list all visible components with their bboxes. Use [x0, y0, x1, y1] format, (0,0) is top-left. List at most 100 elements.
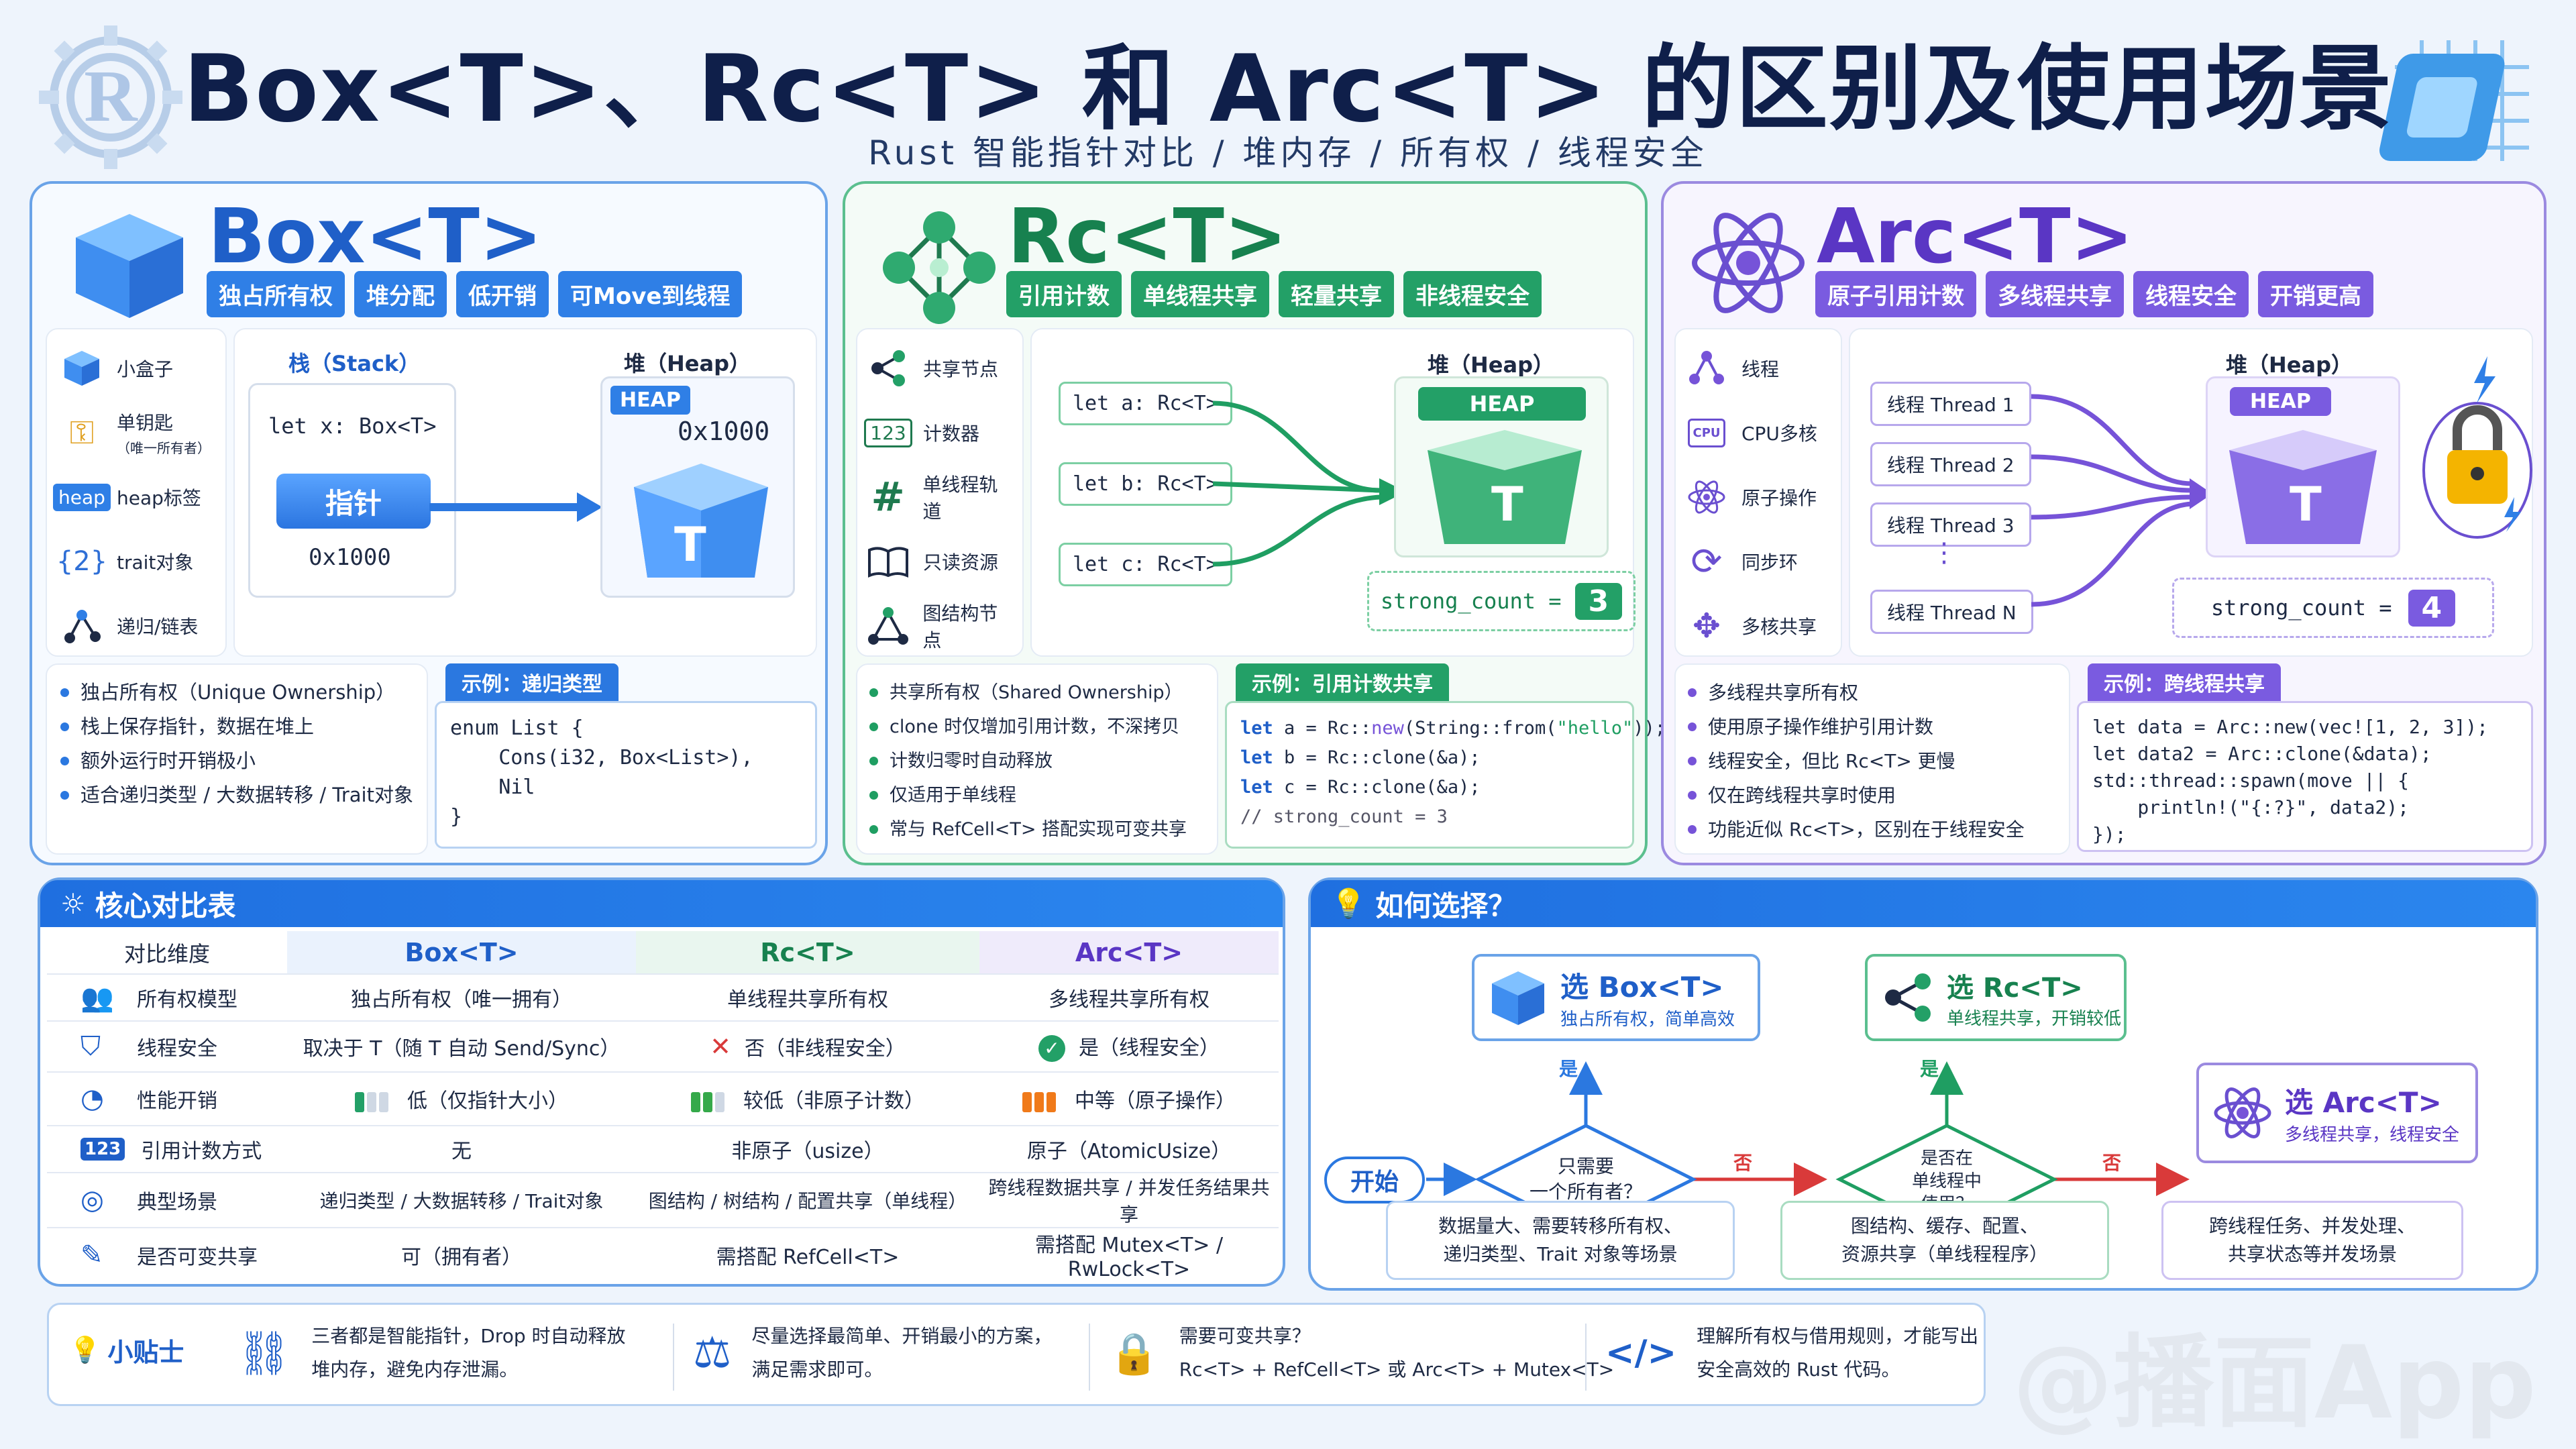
- box-title: Box<T>: [208, 193, 543, 280]
- braces-icon: {2}: [56, 546, 108, 577]
- legend-item: 原子操作: [1682, 465, 1834, 529]
- cube-icon: [58, 344, 106, 392]
- box-tag: 低开销: [456, 271, 549, 317]
- table-row: ◔性能开销 低（仅指针大小） 较低（非原子计数） 中等（原子操作）: [47, 1072, 1279, 1126]
- arc-title: Arc<T>: [1817, 193, 2134, 280]
- compare-bar: ☼ 核心对比表: [40, 880, 1283, 927]
- arc-example: 示例：跨线程共享 let data = Arc::new(vec![1, 2, …: [2077, 663, 2533, 855]
- rc-ref: let b: Rc<T>: [1059, 462, 1232, 506]
- example-title: 示例：递归类型: [445, 663, 619, 701]
- heap-badge: HEAP: [2230, 387, 2331, 416]
- example-code: enum List { Cons(i32, Box<List>), Nil }: [435, 701, 817, 849]
- table-header: 对比维度: [47, 931, 287, 975]
- tips-header: 💡小贴士: [69, 1335, 184, 1367]
- perf-meter: [1022, 1091, 1056, 1112]
- rc-example: 示例：引用计数共享 let a = Rc::new(String::from("…: [1225, 663, 1666, 855]
- compare-panel: ☼ 核心对比表 对比维度 Box<T> Rc<T> Arc<T> 👥所有权模型 …: [38, 877, 1285, 1287]
- users-icon: 👥: [80, 982, 114, 1014]
- thread-icon: [1682, 344, 1731, 392]
- box-tag: 独占所有权: [207, 271, 345, 317]
- rc-tag: 引用计数: [1006, 271, 1122, 317]
- compare-table: 对比维度 Box<T> Rc<T> Arc<T> 👥所有权模型 独占所有权（唯一…: [47, 931, 1279, 1281]
- arc-strong-count: strong_count = 4: [2172, 578, 2494, 638]
- box-panel: Box<T> 独占所有权 堆分配 低开销 可Move到线程 小盒子 ⚿ 单钥匙（…: [30, 181, 828, 865]
- legend-item: 共享节点: [864, 336, 1016, 400]
- flow-question-1: 只需要 一个所有者？: [1529, 1155, 1642, 1203]
- legend-item: 递归/链表: [58, 594, 215, 658]
- atom-icon: [1692, 213, 1805, 313]
- flow-no-label: 否: [1733, 1152, 1753, 1174]
- choose-box-card: 选 Box<T>独占所有权，简单高效: [1472, 954, 1760, 1041]
- choose-rc-card: 选 Rc<T>单线程共享，开销较低: [1865, 954, 2127, 1041]
- heap-box-icon: T: [634, 464, 768, 578]
- heap-badge: HEAP: [610, 386, 690, 415]
- rc-strong-count: strong_count = 3: [1367, 571, 1635, 631]
- legend-item: ✥ 多核共享: [1682, 594, 1834, 658]
- perf-segment: [715, 1091, 724, 1112]
- share-graph-icon: [883, 211, 996, 324]
- perf-segment: [379, 1091, 388, 1112]
- box-diagram: 栈（Stack） 堆（Heap） let x: Box<T> 指针 0x1000…: [233, 328, 817, 657]
- perf-segment: [1034, 1091, 1044, 1112]
- rc-ref: let a: Rc<T>: [1059, 382, 1232, 425]
- bullet-item: 栈上保存指针，数据在堆上: [60, 710, 413, 744]
- heap-badge: HEAP: [1418, 387, 1586, 421]
- bullet-item: 常与 RefCell<T> 搭配实现可变共享: [869, 812, 1205, 847]
- page-title: Box<T>、Rc<T> 和 Arc<T> 的区别及使用场景: [182, 35, 2394, 143]
- rc-tag: 非线程安全: [1403, 271, 1542, 317]
- choose-arc-card: 选 Arc<T>多线程共享，线程安全: [2196, 1063, 2478, 1163]
- code-icon: </>: [1605, 1333, 1677, 1373]
- rc-tags: 引用计数 单线程共享 轻量共享 非线程安全: [1006, 271, 1542, 317]
- perf-segment: [691, 1091, 700, 1112]
- example-code: let a = Rc::new(String::from("hello")); …: [1225, 701, 1666, 849]
- arc-tags: 原子引用计数 多线程共享 线程安全 开销更高: [1815, 271, 2373, 317]
- rc-panel: Rc<T> 引用计数 单线程共享 轻量共享 非线程安全 共享节点 123 计数器…: [843, 181, 1666, 865]
- perf-segment: [1022, 1091, 1032, 1112]
- choose-panel: 💡 如何选择？ 开始 只需要 一个所有者？ 是否在 单线程中 使用？ 是 是 否…: [1308, 877, 2538, 1291]
- heap-badge-icon: heap: [53, 473, 111, 521]
- rc-tag: 单线程共享: [1131, 271, 1269, 317]
- rust-logo-icon: R: [39, 25, 182, 169]
- graph-link-icon: [58, 602, 106, 650]
- lock-icon: 🔒: [1109, 1330, 1159, 1377]
- share-node-icon: [864, 344, 912, 392]
- count-value: 4: [2408, 589, 2456, 627]
- compare-title: 核心对比表: [95, 889, 236, 922]
- table-header: Rc<T>: [636, 931, 979, 975]
- counter-icon: 123: [80, 1138, 125, 1161]
- legend-item: # 单线程轨道: [864, 465, 1016, 529]
- perf-segment: [1046, 1091, 1056, 1112]
- tip-item: ⚖ 尽量选择最简单、开销最小的方案， 满足需求即可。: [693, 1325, 1053, 1381]
- scale-icon: ⚖: [693, 1328, 732, 1378]
- table-row: ⛉线程安全 取决于 T（随 T 自动 Send/Sync） ✕否（非线程安全） …: [47, 1021, 1279, 1073]
- pointer-chip: 指针: [276, 474, 431, 529]
- lock-icon: [2422, 356, 2532, 539]
- key-icon: ⚿: [69, 413, 95, 451]
- target-icon: ◎: [80, 1185, 104, 1216]
- example-code: let data = Arc::new(vec![1, 2, 3]); let …: [2077, 701, 2533, 852]
- legend-item: CPU CPU多核: [1682, 400, 1834, 465]
- thread-dots: ⋮: [1931, 537, 1957, 568]
- edit-icon: ✎: [80, 1239, 103, 1271]
- atom-icon: [2214, 1087, 2271, 1138]
- heap-address: 0x1000: [678, 417, 770, 446]
- cpu-icon: CPU: [1682, 409, 1731, 457]
- svg-text:R: R: [84, 55, 138, 137]
- arc-panel: Arc<T> 原子引用计数 多线程共享 线程安全 开销更高 线程 CPU CPU…: [1661, 181, 2546, 865]
- bullet-item: 仅在跨线程共享时使用: [1688, 778, 2057, 812]
- rc-use-case: 图结构、缓存、配置、 资源共享（单线程程序）: [1780, 1201, 2109, 1280]
- counter-icon: 123: [864, 409, 912, 457]
- rc-diagram: 堆（Heap） let a: Rc<T> let b: Rc<T> let c:…: [1030, 328, 1635, 657]
- box-tag: 可Move到线程: [558, 271, 743, 317]
- tips-panel: 💡小贴士 ⛓ 三者都是智能指针，Drop 时自动释放 堆内存，避免内存泄漏。 ⚖…: [47, 1303, 1986, 1406]
- table-row: 👥所有权模型 独占所有权（唯一拥有） 单线程共享所有权 多线程共享所有权: [47, 974, 1279, 1022]
- bullet-item: 线程安全，但比 Rc<T> 更慢: [1688, 744, 2057, 778]
- legend-item: heap heap标签: [53, 465, 215, 529]
- legend-item: 图结构节点: [864, 594, 1016, 658]
- graph-node-icon: [864, 602, 912, 650]
- share-node-icon: [1885, 973, 1931, 1022]
- box-bullets: 独占所有权（Unique Ownership） 栈上保存指针，数据在堆上 额外运…: [46, 663, 428, 855]
- bullet-item: 计数归零时自动释放: [869, 744, 1205, 778]
- chip-icon: [2379, 40, 2529, 161]
- stack-label: 栈（Stack）: [288, 351, 421, 376]
